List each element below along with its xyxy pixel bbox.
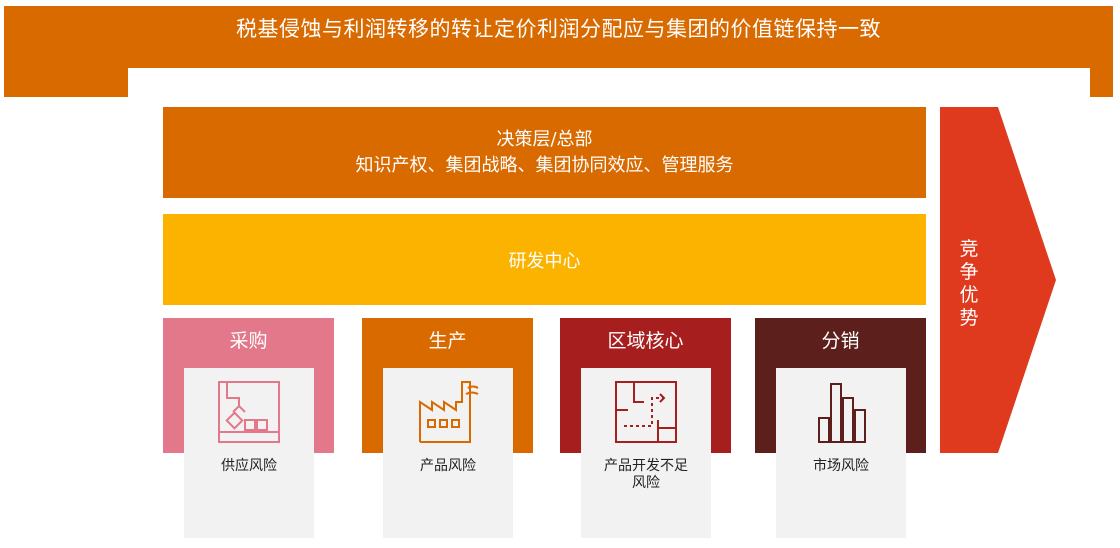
- factory-icon: [419, 381, 479, 443]
- value-chain-banner: [4, 6, 1113, 68]
- risk-label: 供应风险: [221, 458, 277, 474]
- risk-card-distribution: 市场风险: [776, 368, 906, 538]
- banner-right-leg: [1090, 68, 1113, 97]
- bar-chart-icon: [818, 383, 866, 443]
- banner-left-leg: [4, 68, 128, 97]
- risk-card-production: 产品风险: [383, 368, 513, 538]
- banner-title: 税基侵蚀与利润转移的转让定价利润分配应与集团的价值链保持一致: [236, 17, 881, 41]
- rd-center-label: 研发中心: [508, 250, 581, 272]
- floor-plan-path-icon: [615, 381, 677, 443]
- rd-center: 研发中心: [163, 214, 926, 305]
- risk-label: 产品开发不足 风险: [604, 458, 688, 491]
- robot-arm-conveyor-icon: [218, 381, 280, 443]
- hq-layer: 决策层/总部 知识产权、集团战略、集团协同效应、管理服务: [163, 107, 926, 198]
- hq-functions: 知识产权、集团战略、集团协同效应、管理服务: [355, 154, 734, 176]
- competitive-advantage-label: 竞 争 优 势: [959, 238, 979, 329]
- risk-card-regional-core: 产品开发不足 风险: [581, 368, 711, 538]
- risk-card-procurement: 供应风险: [184, 368, 314, 538]
- hq-title: 决策层/总部: [496, 128, 593, 150]
- function-title: 生产: [428, 329, 467, 352]
- risk-label: 产品风险: [420, 458, 476, 474]
- function-title: 分销: [821, 329, 860, 352]
- function-title: 区域核心: [607, 329, 684, 352]
- risk-label: 市场风险: [813, 458, 869, 474]
- competitive-advantage-arrow: [940, 107, 1056, 453]
- function-title: 采购: [229, 329, 268, 352]
